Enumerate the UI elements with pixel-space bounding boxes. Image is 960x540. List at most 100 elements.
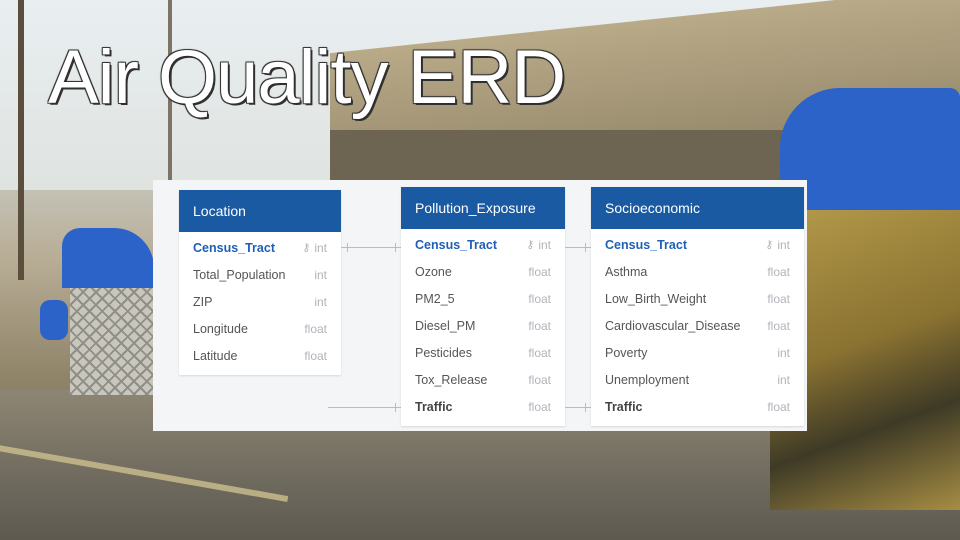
column-type: int	[314, 295, 327, 309]
column-name: Total_Population	[193, 267, 286, 282]
column-name: Poverty	[605, 345, 648, 360]
column-type-label: float	[528, 345, 551, 360]
utility-pole	[168, 0, 172, 260]
column-type: ⚷int	[302, 241, 327, 255]
table-row: Longitude float	[179, 315, 341, 342]
relationship-tick	[395, 243, 396, 252]
column-type: float	[528, 400, 551, 414]
table-row: Diesel_PM float	[401, 312, 565, 339]
column-name: Cardiovascular_Disease	[605, 318, 741, 333]
column-type: int	[777, 346, 790, 360]
column-name: Latitude	[193, 348, 238, 363]
table-row: Tox_Release float	[401, 366, 565, 393]
relationship-line	[565, 407, 591, 408]
table-row: Pesticides float	[401, 339, 565, 366]
relationship-line	[565, 247, 591, 248]
column-type: float	[528, 292, 551, 306]
column-name: ZIP	[193, 294, 213, 309]
table-row: Unemployment int	[591, 366, 804, 393]
column-type-label: float	[528, 318, 551, 333]
table-row: Poverty int	[591, 339, 804, 366]
column-type: float	[528, 265, 551, 279]
table-row: Cardiovascular_Disease float	[591, 312, 804, 339]
relationship-line	[341, 247, 401, 248]
column-type: float	[528, 373, 551, 387]
column-type-label: float	[767, 318, 790, 333]
table-row: Census_Tract ⚷int	[401, 231, 565, 258]
column-name: Longitude	[193, 321, 248, 336]
column-type: float	[304, 322, 327, 336]
column-name: Pesticides	[415, 345, 472, 360]
column-type-label: float	[528, 291, 551, 306]
relationship-tick	[585, 243, 586, 252]
column-type-label: int	[538, 237, 551, 252]
column-type: ⚷int	[526, 238, 551, 252]
table-row: Census_Tract ⚷int	[179, 234, 341, 261]
column-name: Unemployment	[605, 372, 690, 387]
column-type-label: float	[767, 399, 790, 414]
tree-trunk	[18, 0, 24, 280]
table-row: Low_Birth_Weight float	[591, 285, 804, 312]
column-type: int	[314, 268, 327, 282]
key-icon: ⚷	[302, 242, 311, 254]
column-type: float	[767, 400, 790, 414]
table-row: Total_Population int	[179, 261, 341, 288]
column-type-label: float	[767, 264, 790, 279]
column-name: PM2_5	[415, 291, 455, 306]
column-name: Asthma	[605, 264, 648, 279]
column-name: Traffic	[605, 399, 643, 414]
column-type: float	[528, 319, 551, 333]
column-type-label: int	[314, 240, 327, 255]
column-type-label: float	[528, 372, 551, 387]
column-type-label: float	[528, 399, 551, 414]
key-icon: ⚷	[765, 239, 774, 251]
column-type: ⚷int	[765, 238, 790, 252]
table-header: Pollution_Exposure	[401, 187, 565, 229]
relationship-tick	[585, 403, 586, 412]
table-header: Socioeconomic	[591, 187, 804, 229]
column-type-label: int	[777, 372, 790, 387]
column-type: float	[304, 349, 327, 363]
table-row: Traffic float	[591, 393, 804, 420]
column-name: Census_Tract	[193, 240, 275, 255]
column-type: float	[767, 319, 790, 333]
column-type-label: float	[304, 348, 327, 363]
column-type: int	[777, 373, 790, 387]
relationship-tick	[347, 243, 348, 252]
table-row: Latitude float	[179, 342, 341, 369]
relationship-line	[328, 407, 401, 408]
column-name: Tox_Release	[415, 372, 488, 387]
column-type: float	[767, 265, 790, 279]
column-type-label: float	[767, 291, 790, 306]
blue-tarp	[62, 228, 154, 288]
table-row: ZIP int	[179, 288, 341, 315]
column-type-label: int	[777, 237, 790, 252]
relationship-tick	[395, 403, 396, 412]
column-type-label: int	[314, 267, 327, 282]
column-name: Low_Birth_Weight	[605, 291, 707, 306]
blue-tarp	[40, 300, 68, 340]
column-type: float	[528, 346, 551, 360]
blue-tarp	[780, 88, 960, 213]
column-type: float	[767, 292, 790, 306]
table-row: PM2_5 float	[401, 285, 565, 312]
table-header: Location	[179, 190, 341, 232]
column-name: Census_Tract	[415, 237, 497, 252]
column-type-label: float	[528, 264, 551, 279]
page-title: Air Quality ERD	[48, 35, 566, 120]
table-row: Asthma float	[591, 258, 804, 285]
column-name: Traffic	[415, 399, 453, 414]
table-row: Traffic float	[401, 393, 565, 420]
key-icon: ⚷	[526, 239, 535, 251]
column-name: Diesel_PM	[415, 318, 476, 333]
column-type-label: float	[304, 321, 327, 336]
